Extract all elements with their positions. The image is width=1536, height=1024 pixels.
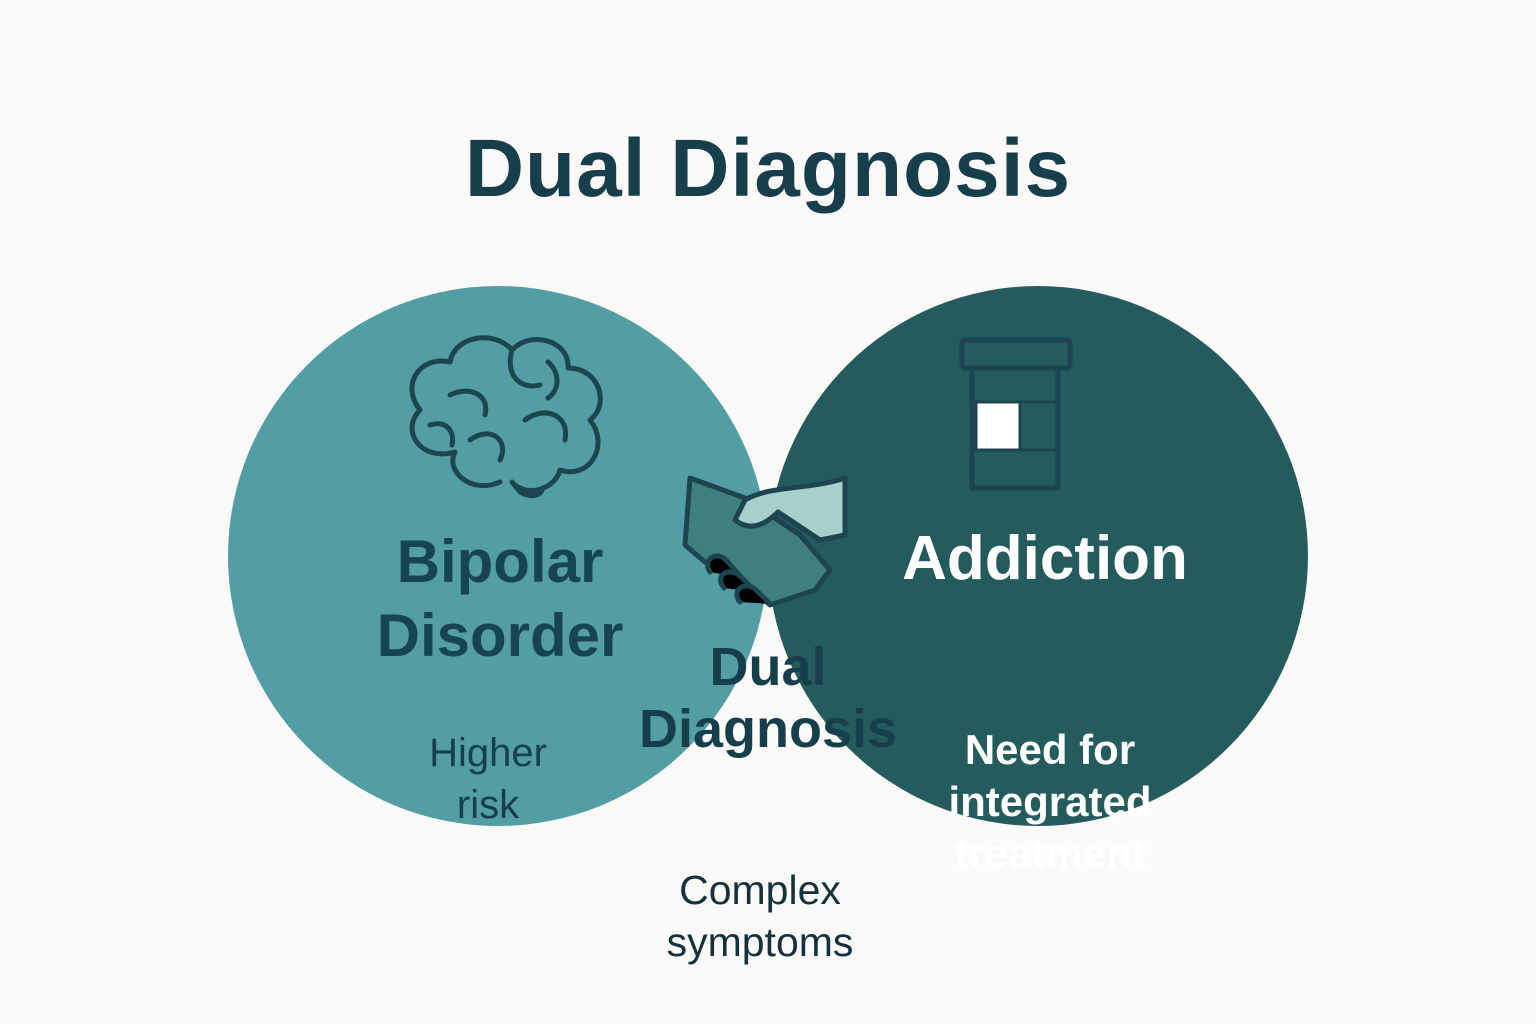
brain-icon: [409, 335, 603, 499]
handshake-icon: [682, 475, 848, 608]
bipolar-disorder-circle: [228, 286, 768, 826]
pill-bottle-icon: [959, 337, 1073, 491]
page-title: Dual Diagnosis: [464, 123, 1072, 214]
addiction-circle: [768, 286, 1308, 826]
addiction-label: Addiction: [902, 524, 1188, 593]
